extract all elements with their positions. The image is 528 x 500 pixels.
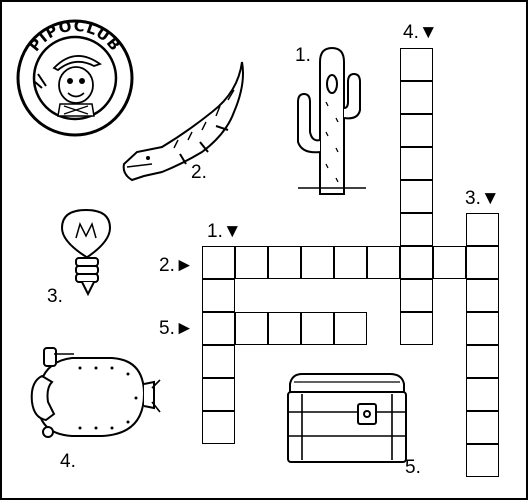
grid-label-5-across: 5.►	[159, 318, 194, 339]
grid-cell[interactable]	[400, 114, 433, 147]
treasure-chest-icon	[287, 373, 407, 463]
grid-cell[interactable]	[466, 279, 499, 312]
grid-cell[interactable]	[400, 279, 433, 312]
clue-number-chest: 5.	[405, 457, 421, 478]
grid-label-4-down: 4.▼	[403, 22, 438, 43]
grid-cell[interactable]	[466, 411, 499, 444]
grid-cell[interactable]	[235, 312, 268, 345]
grid-cell[interactable]	[400, 48, 433, 81]
grid-cell[interactable]	[466, 246, 499, 279]
grid-cell[interactable]	[202, 279, 235, 312]
grid-label-2-across: 2.►	[159, 255, 194, 276]
grid-cell[interactable]	[268, 312, 301, 345]
grid-cell[interactable]	[334, 312, 367, 345]
grid-cell[interactable]	[466, 345, 499, 378]
grid-cell[interactable]	[433, 246, 466, 279]
cactus-icon	[297, 46, 366, 195]
grid-cell[interactable]	[466, 312, 499, 345]
crocodile-icon	[122, 61, 244, 182]
grid-cell[interactable]	[334, 246, 367, 279]
grid-cell[interactable]	[202, 345, 235, 378]
grid-label-3-down: 3.▼	[465, 188, 500, 209]
grid-cell[interactable]	[400, 246, 433, 279]
grid-cell[interactable]	[367, 246, 400, 279]
clue-number-submarine: 4.	[60, 451, 76, 472]
grid-cell[interactable]	[466, 213, 499, 246]
grid-cell[interactable]	[202, 246, 235, 279]
grid-cell[interactable]	[202, 411, 235, 444]
grid-cell[interactable]	[235, 246, 268, 279]
pipoclub-logo: PIPOCLUB	[16, 17, 134, 137]
grid-cell[interactable]	[400, 312, 433, 345]
grid-label-1-down: 1.▼	[207, 221, 242, 242]
grid-cell[interactable]	[466, 378, 499, 411]
clue-number-crocodile: 2.	[191, 162, 207, 183]
grid-cell[interactable]	[301, 246, 334, 279]
grid-cell[interactable]	[400, 147, 433, 180]
grid-cell[interactable]	[400, 81, 433, 114]
grid-cell[interactable]	[202, 312, 235, 345]
grid-cell[interactable]	[268, 246, 301, 279]
grid-cell[interactable]	[301, 312, 334, 345]
grid-cell[interactable]	[400, 213, 433, 246]
grid-cell[interactable]	[202, 378, 235, 411]
grid-cell[interactable]	[400, 180, 433, 213]
clue-number-cactus: 1.	[295, 45, 311, 66]
light-bulb-icon	[60, 208, 112, 297]
clue-number-bulb: 3.	[47, 286, 63, 307]
grid-cell[interactable]	[466, 444, 499, 477]
submarine-icon	[30, 347, 161, 438]
